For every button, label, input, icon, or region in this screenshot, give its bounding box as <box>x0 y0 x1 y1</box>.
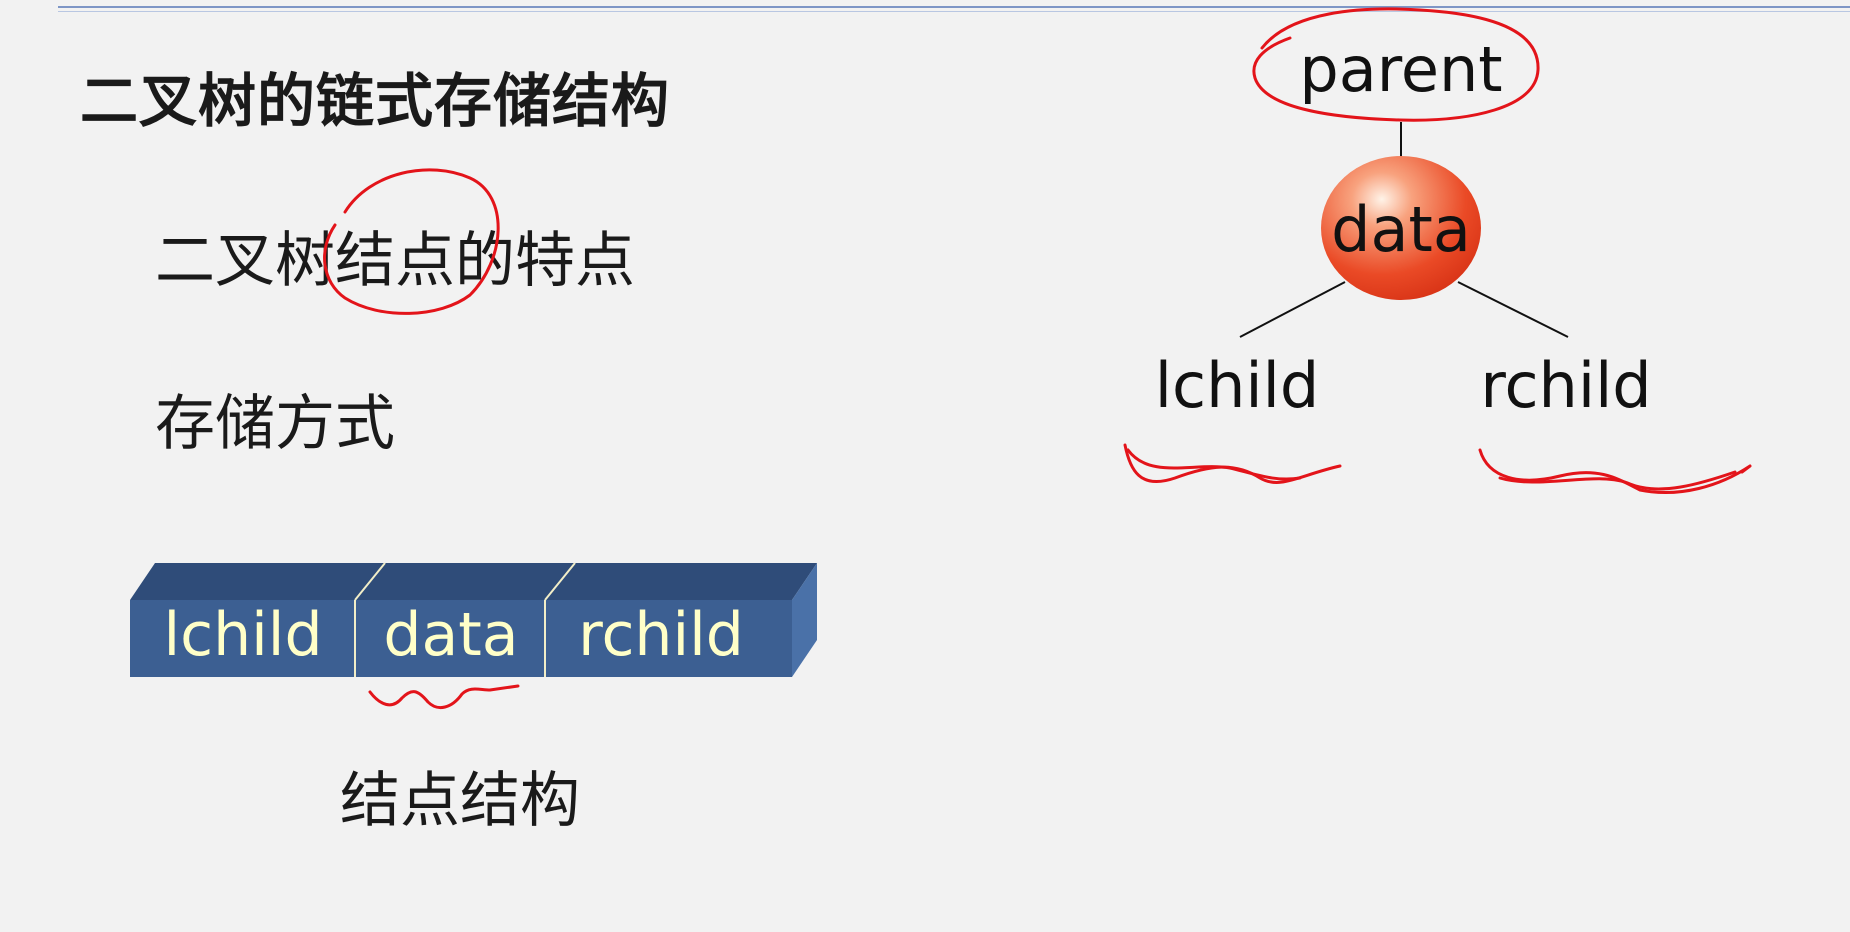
top-rule-thin <box>58 11 1850 12</box>
tree-diagram: parent data lchild rchild <box>1155 33 1652 422</box>
annotation-underline-rchild <box>1478 448 1752 494</box>
box-front-face <box>130 600 792 677</box>
box-divider-1-top <box>354 562 386 601</box>
node-structure-box: lchild data rchild <box>130 562 817 677</box>
slide-title: 二叉树的链式存储结构 <box>80 67 671 135</box>
annotation-circle-node <box>323 168 500 315</box>
box-field-rchild: rchild <box>578 600 744 670</box>
box-side-face <box>792 563 817 677</box>
node-structure-caption: 结点结构 <box>340 766 580 836</box>
box-divider-2-top <box>544 562 576 601</box>
annotation-underline-rchild-2 <box>1498 470 1737 491</box>
annotation-underline-data <box>368 684 520 710</box>
edge-node-left <box>1239 281 1346 338</box>
tree-lchild-label: lchild <box>1155 349 1319 422</box>
annotation-underline-lchild <box>1123 443 1342 484</box>
bullet-node-features: 二叉树结点的特点 <box>155 226 635 296</box>
tree-parent-label: parent <box>1299 33 1502 106</box>
box-top-face <box>130 563 817 600</box>
tree-node-label: data <box>1331 193 1471 266</box>
annotation-underline-lchild-2 <box>1126 448 1302 481</box>
annotation-layer <box>323 7 1752 710</box>
top-rule <box>58 6 1850 8</box>
annotation-circle-parent <box>1252 7 1540 122</box>
bullet-storage-method: 存储方式 <box>155 389 395 459</box>
box-field-data: data <box>383 600 518 670</box>
edge-node-right <box>1457 281 1569 338</box>
box-field-lchild: lchild <box>163 600 322 670</box>
data-node-circle <box>1321 156 1481 300</box>
tree-rchild-label: rchild <box>1480 349 1651 422</box>
